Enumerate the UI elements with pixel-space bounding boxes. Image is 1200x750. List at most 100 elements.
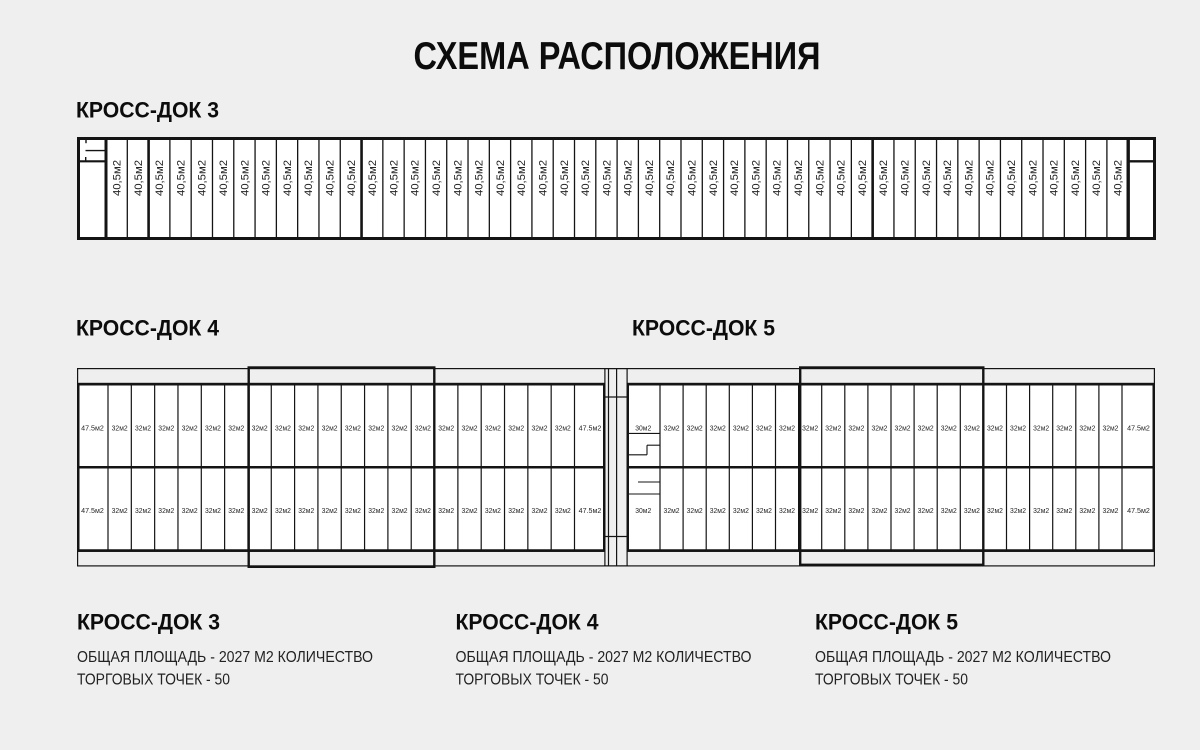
svg-text:40,5м2: 40,5м2 <box>261 160 273 196</box>
svg-text:32м2: 32м2 <box>252 506 268 515</box>
svg-text:40,5м2: 40,5м2 <box>537 160 549 196</box>
svg-text:32м2: 32м2 <box>415 424 431 433</box>
svg-text:32м2: 32м2 <box>1102 424 1118 433</box>
svg-text:40,5м2: 40,5м2 <box>388 160 400 196</box>
svg-text:40,5м2: 40,5м2 <box>1006 160 1018 196</box>
svg-text:32м2: 32м2 <box>508 506 524 515</box>
svg-text:ТОРГОВЫХ ТОЧЕК - 50: ТОРГОВЫХ ТОЧЕК - 50 <box>456 672 609 689</box>
svg-text:47.5м2: 47.5м2 <box>579 424 602 433</box>
svg-text:40,5м2: 40,5м2 <box>878 160 890 196</box>
svg-text:32м2: 32м2 <box>392 506 408 515</box>
svg-text:40,5м2: 40,5м2 <box>1112 160 1124 196</box>
svg-text:32м2: 32м2 <box>871 506 887 515</box>
svg-text:40,5м2: 40,5м2 <box>133 160 145 196</box>
svg-text:40,5м2: 40,5м2 <box>112 160 124 196</box>
svg-text:30м2: 30м2 <box>635 506 651 515</box>
svg-text:32м2: 32м2 <box>228 506 244 515</box>
svg-text:32м2: 32м2 <box>871 424 887 433</box>
svg-text:32м2: 32м2 <box>1033 506 1049 515</box>
svg-text:40,5м2: 40,5м2 <box>303 160 315 196</box>
svg-text:32м2: 32м2 <box>485 424 501 433</box>
svg-text:32м2: 32м2 <box>687 506 703 515</box>
svg-text:32м2: 32м2 <box>756 506 772 515</box>
svg-text:40,5м2: 40,5м2 <box>772 160 784 196</box>
svg-text:32м2: 32м2 <box>941 506 957 515</box>
svg-text:40,5м2: 40,5м2 <box>921 160 933 196</box>
svg-text:40,5м2: 40,5м2 <box>899 160 911 196</box>
svg-text:32м2: 32м2 <box>182 506 198 515</box>
svg-text:32м2: 32м2 <box>392 424 408 433</box>
svg-text:32м2: 32м2 <box>205 506 221 515</box>
svg-text:32м2: 32м2 <box>485 506 501 515</box>
svg-text:32м2: 32м2 <box>158 424 174 433</box>
svg-text:ОБЩАЯ ПЛОЩАДЬ - 2027 М2 КОЛИЧЕ: ОБЩАЯ ПЛОЩАДЬ - 2027 М2 КОЛИЧЕСТВО <box>815 649 1111 666</box>
svg-text:КРОСС-ДОК 3: КРОСС-ДОК 3 <box>76 98 219 123</box>
svg-text:32м2: 32м2 <box>825 424 841 433</box>
svg-text:40,5м2: 40,5м2 <box>239 160 251 196</box>
svg-text:40,5м2: 40,5м2 <box>580 160 592 196</box>
svg-text:32м2: 32м2 <box>987 424 1003 433</box>
svg-text:32м2: 32м2 <box>895 506 911 515</box>
svg-text:40,5м2: 40,5м2 <box>985 160 997 196</box>
svg-text:32м2: 32м2 <box>1056 424 1072 433</box>
svg-text:32м2: 32м2 <box>918 424 934 433</box>
svg-text:32м2: 32м2 <box>710 506 726 515</box>
svg-text:СХЕМА РАСПОЛОЖЕНИЯ: СХЕМА РАСПОЛОЖЕНИЯ <box>414 35 821 78</box>
svg-text:32м2: 32м2 <box>345 424 361 433</box>
svg-text:ТОРГОВЫХ ТОЧЕК - 50: ТОРГОВЫХ ТОЧЕК - 50 <box>815 672 968 689</box>
svg-text:32м2: 32м2 <box>438 424 454 433</box>
svg-text:47.5м2: 47.5м2 <box>579 506 602 515</box>
svg-text:40,5м2: 40,5м2 <box>1049 160 1061 196</box>
svg-text:40,5м2: 40,5м2 <box>687 160 699 196</box>
svg-text:32м2: 32м2 <box>462 506 478 515</box>
svg-text:32м2: 32м2 <box>532 424 548 433</box>
svg-text:40,5м2: 40,5м2 <box>942 160 954 196</box>
svg-text:32м2: 32м2 <box>779 424 795 433</box>
svg-text:32м2: 32м2 <box>895 424 911 433</box>
svg-text:32м2: 32м2 <box>1033 424 1049 433</box>
svg-text:40,5м2: 40,5м2 <box>175 160 187 196</box>
svg-text:32м2: 32м2 <box>964 506 980 515</box>
svg-text:47.5м2: 47.5м2 <box>1127 424 1150 433</box>
svg-text:47.5м2: 47.5м2 <box>81 506 104 515</box>
svg-text:40,5м2: 40,5м2 <box>601 160 613 196</box>
svg-text:КРОСС-ДОК 3: КРОСС-ДОК 3 <box>77 609 220 634</box>
svg-text:40,5м2: 40,5м2 <box>750 160 762 196</box>
svg-text:32м2: 32м2 <box>941 424 957 433</box>
svg-text:КРОСС-ДОК 5: КРОСС-ДОК 5 <box>632 315 775 340</box>
svg-text:40,5м2: 40,5м2 <box>814 160 826 196</box>
svg-text:32м2: 32м2 <box>205 424 221 433</box>
svg-text:47.5м2: 47.5м2 <box>1127 506 1150 515</box>
svg-text:32м2: 32м2 <box>779 506 795 515</box>
svg-text:47.5м2: 47.5м2 <box>81 424 104 433</box>
svg-text:40,5м2: 40,5м2 <box>793 160 805 196</box>
svg-text:32м2: 32м2 <box>802 506 818 515</box>
svg-text:40,5м2: 40,5м2 <box>623 160 635 196</box>
svg-text:32м2: 32м2 <box>182 424 198 433</box>
svg-text:32м2: 32м2 <box>1102 506 1118 515</box>
svg-text:40,5м2: 40,5м2 <box>559 160 571 196</box>
svg-text:40,5м2: 40,5м2 <box>836 160 848 196</box>
svg-text:32м2: 32м2 <box>135 424 151 433</box>
svg-text:40,5м2: 40,5м2 <box>708 160 720 196</box>
svg-text:32м2: 32м2 <box>438 506 454 515</box>
svg-text:32м2: 32м2 <box>987 506 1003 515</box>
svg-text:40,5м2: 40,5м2 <box>218 160 230 196</box>
svg-text:40,5м2: 40,5м2 <box>1091 160 1103 196</box>
svg-text:КРОСС-ДОК 4: КРОСС-ДОК 4 <box>76 315 219 340</box>
svg-text:32м2: 32м2 <box>158 506 174 515</box>
svg-text:40,5м2: 40,5м2 <box>474 160 486 196</box>
svg-text:40,5м2: 40,5м2 <box>1027 160 1039 196</box>
svg-text:40,5м2: 40,5м2 <box>410 160 422 196</box>
svg-text:40,5м2: 40,5м2 <box>282 160 294 196</box>
svg-text:32м2: 32м2 <box>664 506 680 515</box>
svg-text:40,5м2: 40,5м2 <box>516 160 528 196</box>
svg-text:32м2: 32м2 <box>710 424 726 433</box>
svg-text:32м2: 32м2 <box>555 506 571 515</box>
svg-text:32м2: 32м2 <box>462 424 478 433</box>
svg-text:32м2: 32м2 <box>756 424 772 433</box>
svg-text:32м2: 32м2 <box>532 506 548 515</box>
svg-text:32м2: 32м2 <box>1079 506 1095 515</box>
svg-text:32м2: 32м2 <box>664 424 680 433</box>
svg-text:32м2: 32м2 <box>802 424 818 433</box>
